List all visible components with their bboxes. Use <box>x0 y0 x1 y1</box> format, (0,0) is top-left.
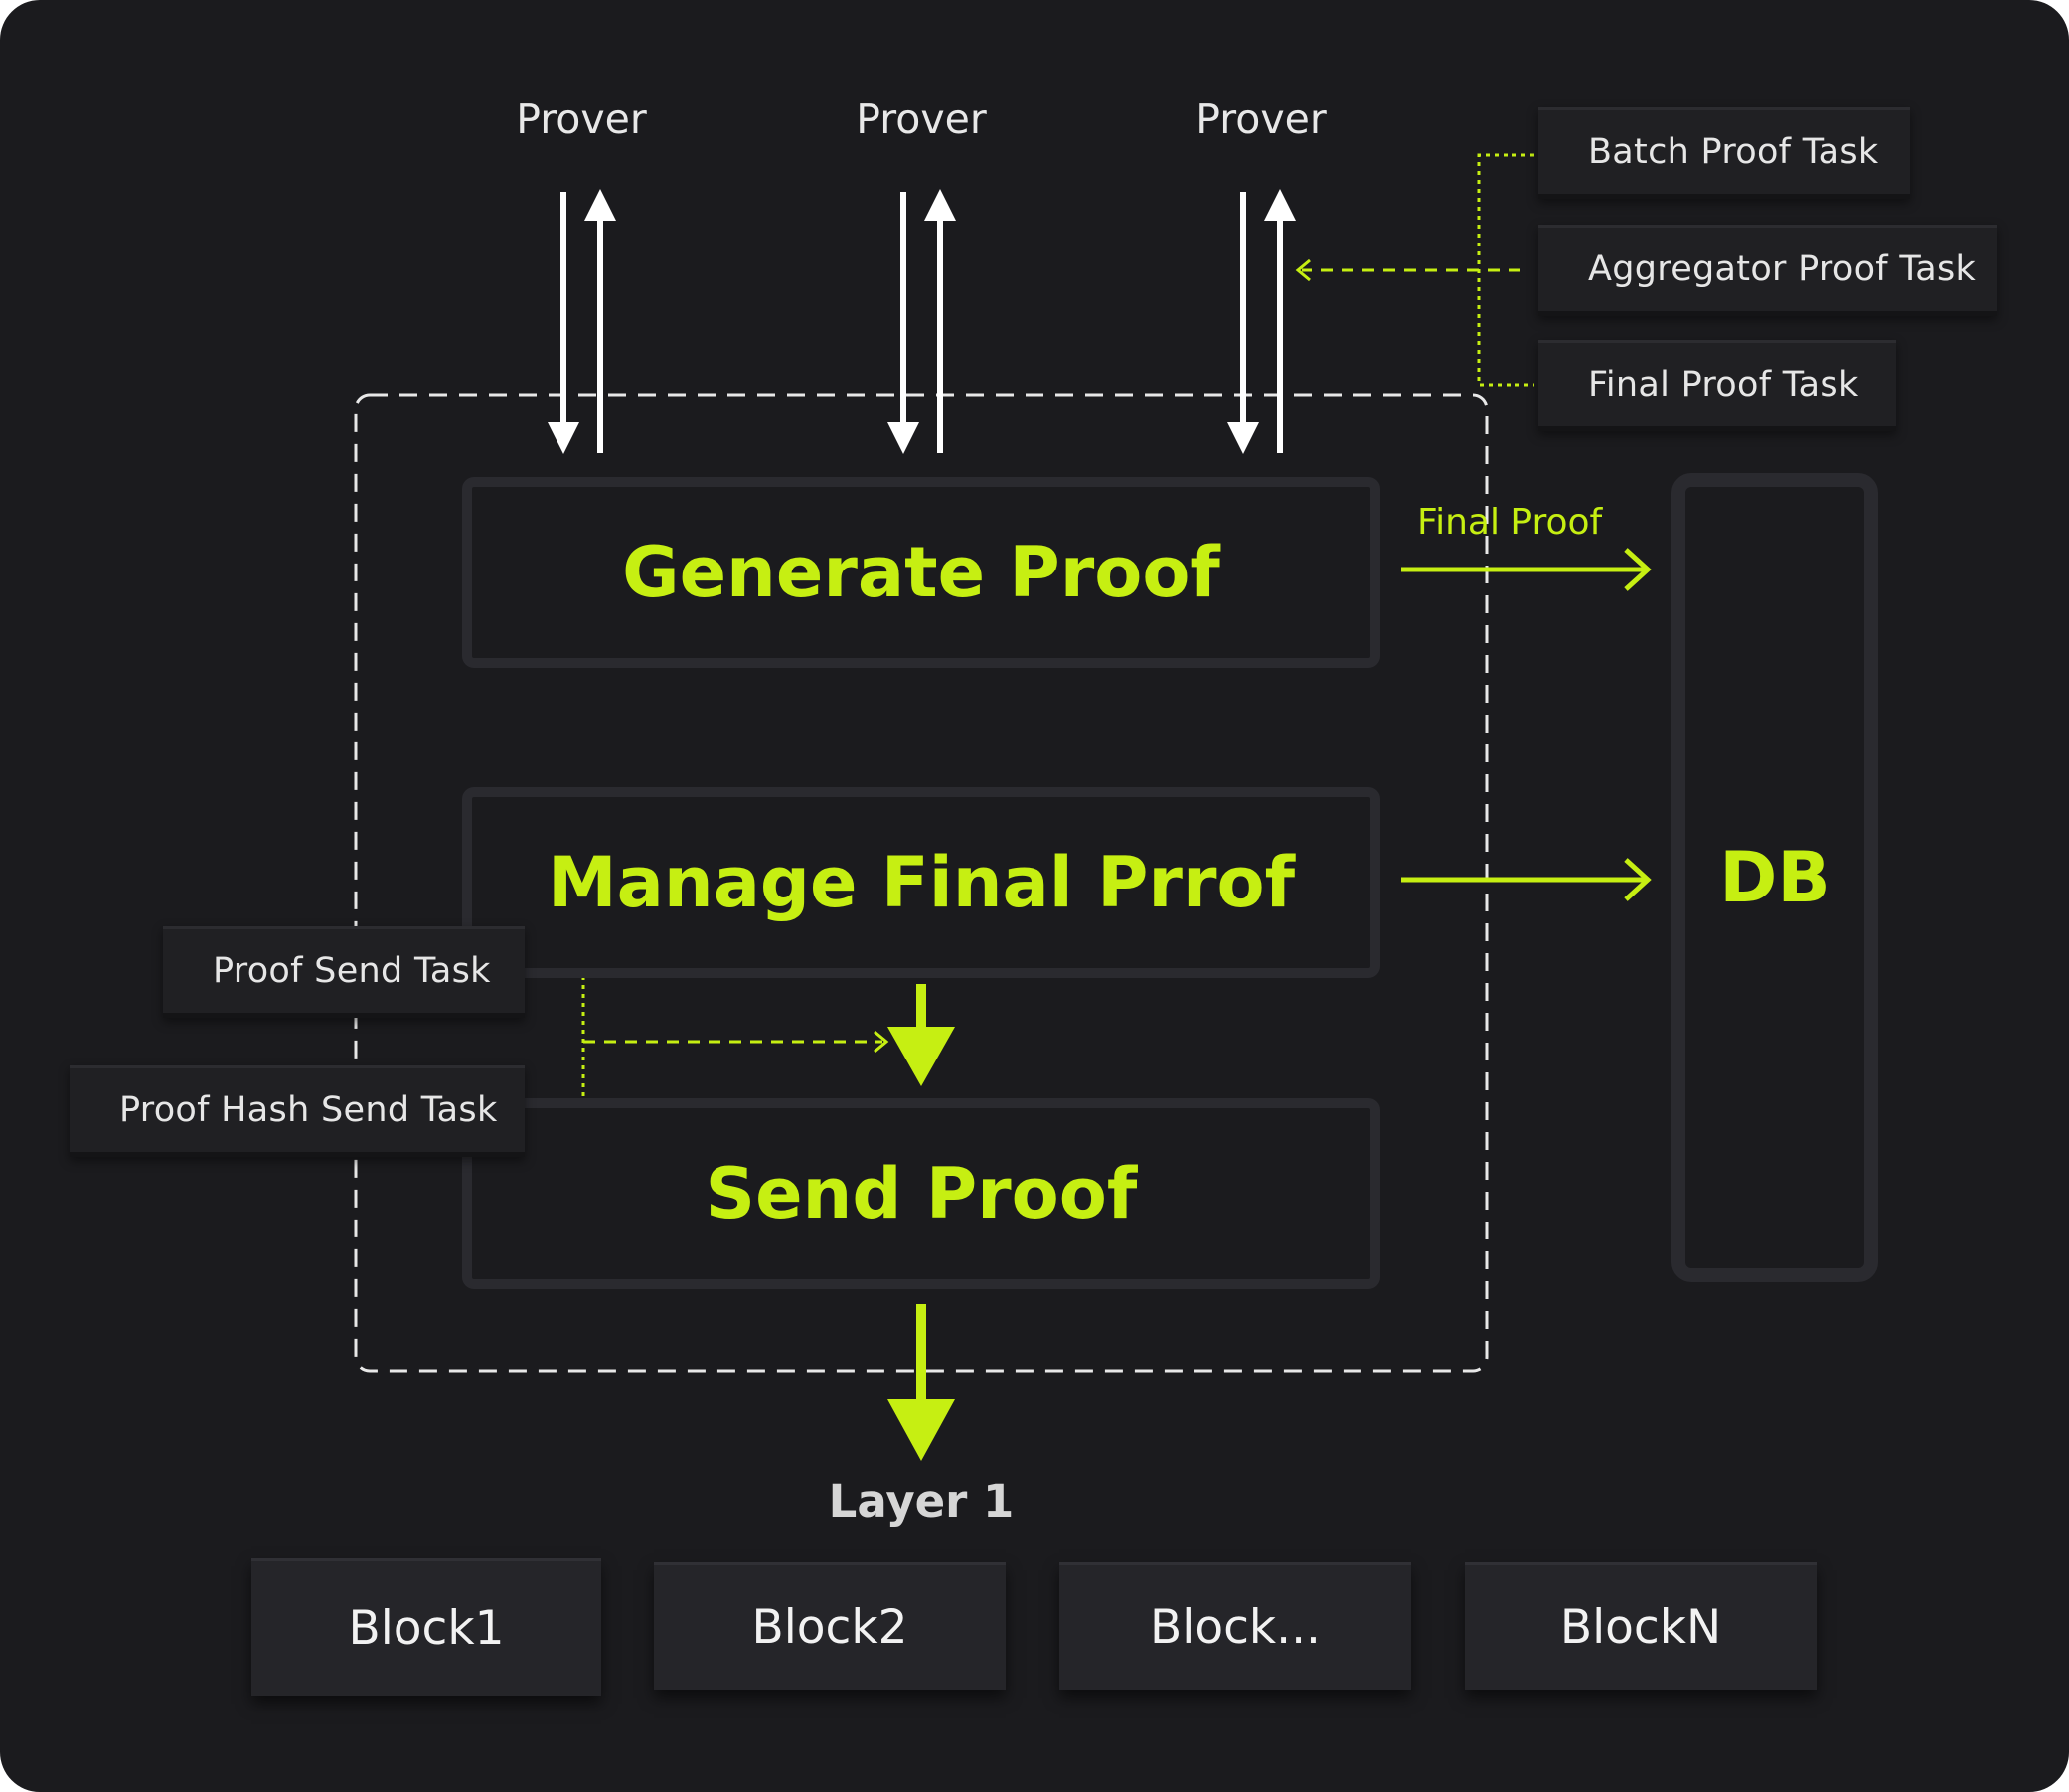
layer1-label: Layer 1 <box>828 1475 1015 1528</box>
prover-label-2: Prover <box>856 95 987 143</box>
final-proof-label: Final Proof <box>1417 502 1603 543</box>
stage-generate-proof: Generate Proof <box>462 477 1380 668</box>
stage-send-proof: Send Proof <box>462 1098 1380 1289</box>
task-proof-send: Proof Send Task <box>163 926 525 1018</box>
task-batch-proof: Batch Proof Task <box>1538 107 1910 199</box>
db-label: DB <box>1719 837 1830 918</box>
task-proof-hash-send: Proof Hash Send Task <box>70 1065 525 1157</box>
system-boundary <box>354 393 1489 1373</box>
prover-label-3: Prover <box>1195 95 1327 143</box>
db-arrows <box>1401 548 1652 901</box>
manage-to-send-arrow <box>887 984 955 1086</box>
task-bracket-top <box>1295 153 1534 387</box>
block-2: Block2 <box>654 1562 1006 1690</box>
stage-manage-final-proof: Manage Final Prrof <box>462 787 1380 978</box>
task-final-proof: Final Proof Task <box>1538 340 1896 431</box>
block-n: BlockN <box>1465 1562 1817 1690</box>
task-bracket-left <box>532 972 889 1110</box>
task-aggregator-proof: Aggregator Proof Task <box>1538 225 1997 316</box>
prover-arrows <box>548 189 1296 454</box>
db-store: DB <box>1671 473 1878 1282</box>
block-1: Block1 <box>251 1558 601 1696</box>
send-to-layer1-arrow <box>887 1304 955 1461</box>
prover-label-1: Prover <box>516 95 647 143</box>
block-ellipsis: Block... <box>1059 1562 1411 1690</box>
